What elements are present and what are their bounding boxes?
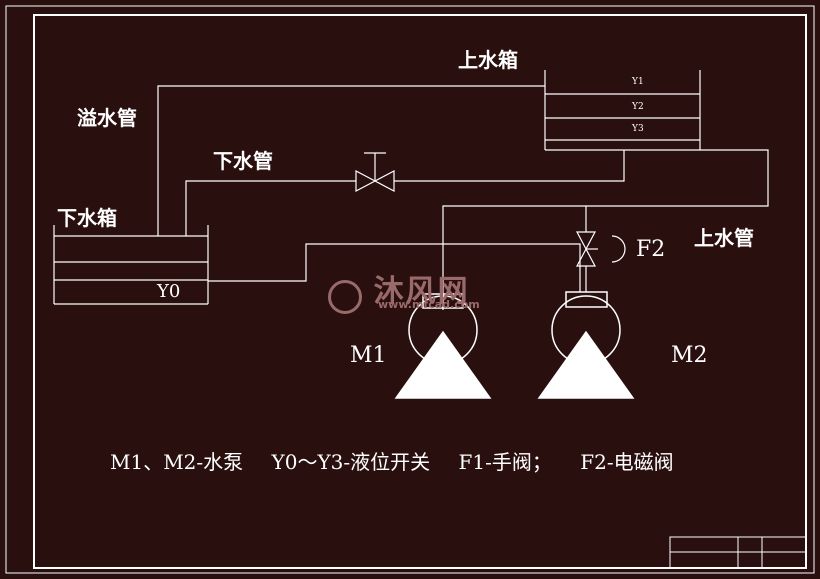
up-pipe-label: 上水管 [694, 226, 754, 250]
y3-label: Y3 [632, 124, 644, 134]
down-pipe-right [394, 150, 625, 182]
y2-label: Y2 [632, 102, 644, 112]
overflow-pipe-label: 溢水管 [77, 106, 137, 130]
lower-tank [53, 225, 209, 305]
legend-manual-valve: F1-手阀； [458, 450, 552, 474]
up-pipe [442, 149, 769, 244]
solenoid-valve-f2 [576, 231, 626, 267]
legend-pumps: M1、M2-水泵 [110, 450, 244, 474]
outer-frame [5, 5, 815, 574]
pipes [157, 85, 769, 310]
y0-label: Y0 [157, 281, 181, 302]
watermark: 沐风网 www.mfcad.com [328, 266, 480, 314]
upper-tank-label: 上水箱 [458, 48, 518, 72]
legend-switches: Y0～Y3-液位开关 [271, 450, 431, 474]
pump-m2 [537, 291, 635, 399]
title-block [669, 536, 807, 569]
watermark-logo-icon [328, 279, 362, 314]
legend-solenoid-valve: F2-电磁阀 [580, 450, 674, 474]
inner-frame [33, 14, 807, 569]
pump-m1 [394, 293, 492, 399]
y1-label: Y1 [632, 77, 644, 87]
watermark-url: www.mfcad.com [378, 298, 480, 311]
f2-label: F2 [636, 237, 666, 262]
m1-label: M1 [350, 343, 387, 368]
lower-tank-label: 下水箱 [57, 206, 117, 230]
legend: M1、M2-水泵 Y0～Y3-液位开关 F1-手阀； F2-电磁阀 [110, 446, 674, 475]
down-pipe-label: 下水管 [213, 149, 273, 173]
down-pipe-left [185, 180, 356, 236]
upper-tank [544, 70, 701, 151]
watermark-main: 沐风网 [373, 274, 470, 309]
manual-valve-f1 [355, 152, 395, 192]
m2-label: M2 [671, 343, 708, 368]
overflow-pipe [157, 85, 545, 236]
